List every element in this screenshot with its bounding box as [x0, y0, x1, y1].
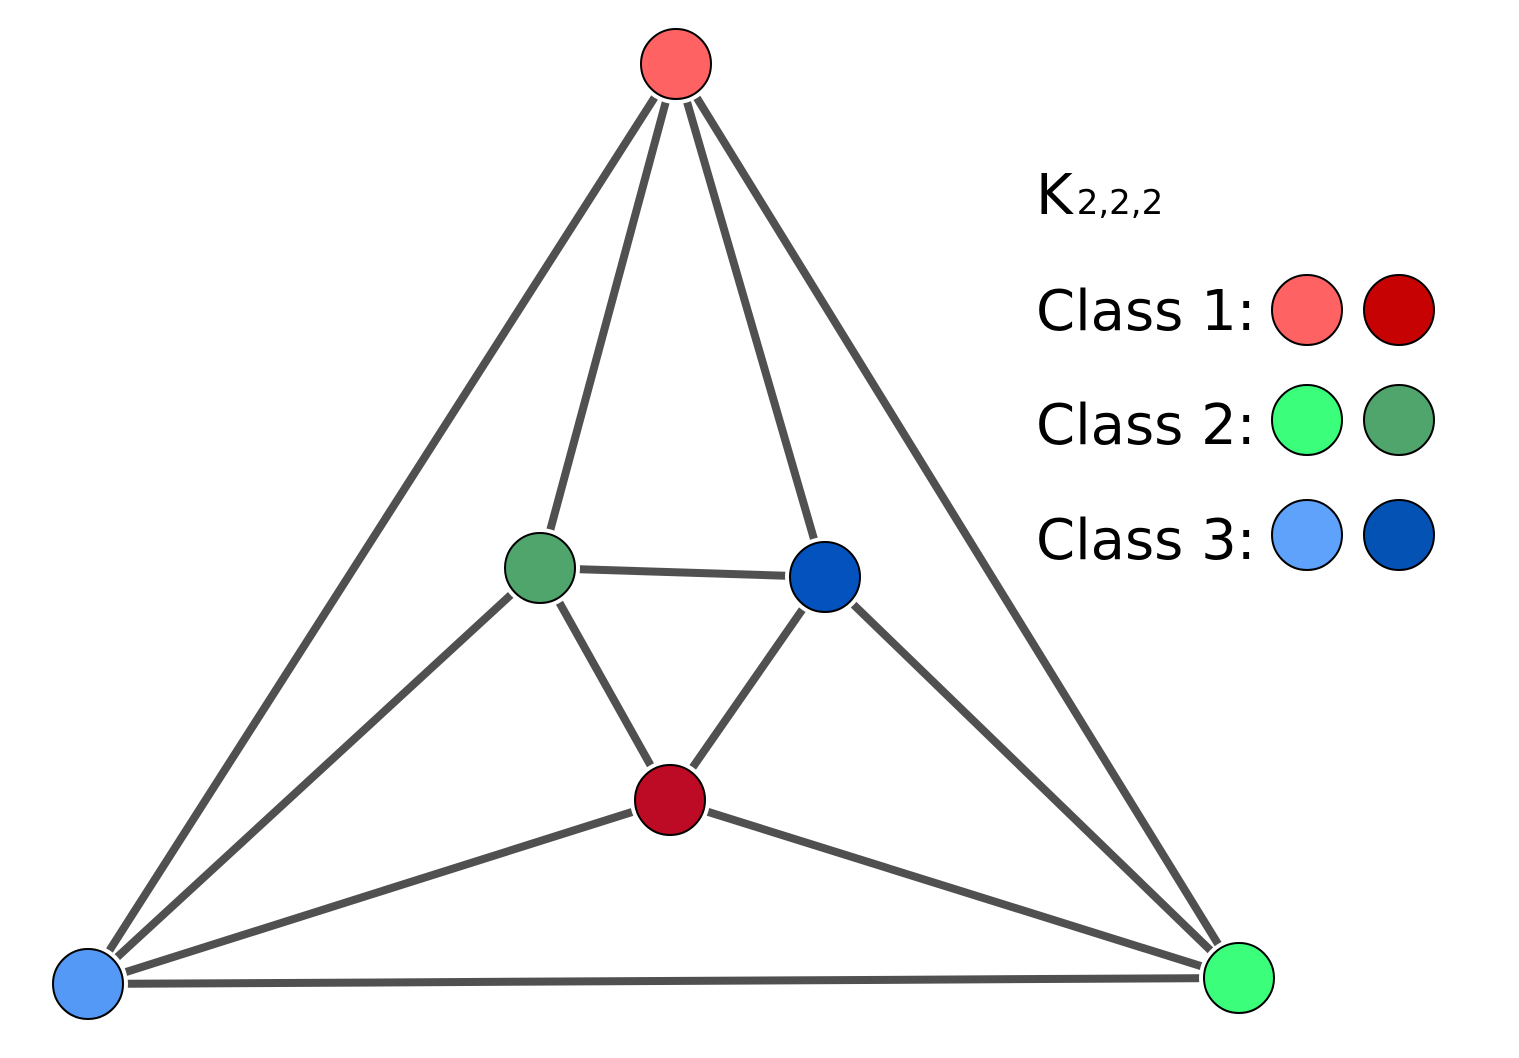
vertex-bottom-right: [1203, 942, 1275, 1014]
legend-class-3-swatch-dark: [1363, 499, 1435, 571]
legend-class-3-label: Class 3:: [1036, 508, 1256, 573]
legend-class-2-swatch-dark: [1363, 384, 1435, 456]
vertex-center: [634, 764, 706, 836]
legend-class-3-swatch-light: [1271, 499, 1343, 571]
edge-v-bottom-left-v-bottom-right: [87, 974, 1240, 988]
edge-v-mid-left-v-bottom-left: [85, 565, 543, 987]
graph-vertices: [48, 24, 1279, 1024]
graph-title-name: K: [1036, 163, 1074, 228]
edge-v-top-v-mid-right: [672, 62, 829, 579]
legend-class-1-label: Class 1:: [1036, 279, 1256, 344]
edge-v-top-v-bottom-right: [672, 61, 1243, 981]
graph-edges: [84, 61, 1243, 988]
edge-v-mid-right-v-bottom-right: [822, 574, 1242, 981]
legend-class-1-swatch-dark: [1363, 274, 1435, 346]
edge-v-mid-left-v-center: [536, 566, 674, 802]
edge-v-center-v-bottom-right: [668, 796, 1241, 982]
legend-class-2-swatch-light: [1271, 384, 1343, 456]
vertex-mid-left: [504, 532, 576, 604]
legend-class-2-label: Class 2:: [1036, 393, 1256, 458]
legend-swatches: [1271, 274, 1435, 571]
edge-v-mid-right-v-center: [666, 574, 829, 803]
legend-class-1-swatch-light: [1271, 274, 1343, 346]
vertex-mid-right: [789, 541, 861, 613]
edge-v-center-v-bottom-left: [86, 796, 672, 988]
vertex-top: [640, 28, 712, 100]
vertex-bottom-left: [52, 948, 124, 1020]
edge-v-top-v-bottom-left: [84, 61, 680, 987]
graph-title-subscript: 2,2,2: [1077, 183, 1164, 223]
edge-v-mid-left-v-mid-right: [539, 564, 826, 581]
edge-v-top-v-mid-left: [536, 62, 680, 570]
